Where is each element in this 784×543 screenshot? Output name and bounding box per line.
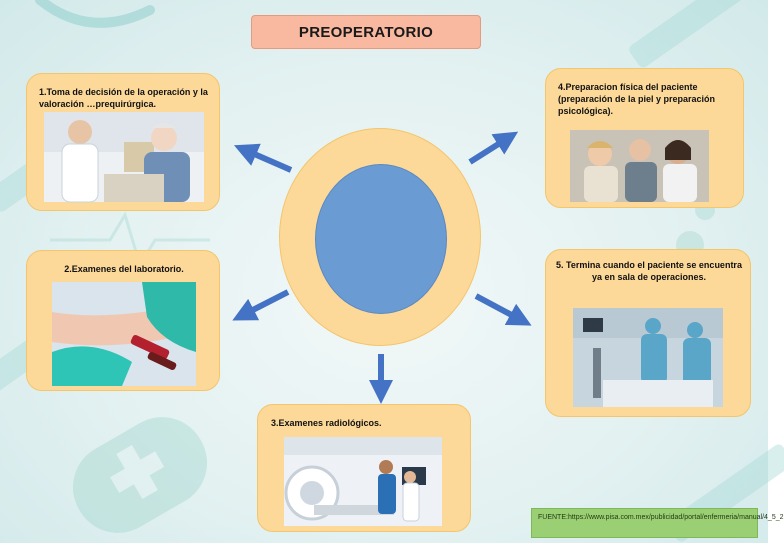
source-citation: FUENTE:https://www.pisa.com.mex/publicid… — [531, 508, 784, 538]
heartbeat-line-icon — [50, 211, 210, 269]
step-card-2: 2.Examenes del laboratorio. — [26, 250, 220, 391]
page-title: PREOPERATORIO — [251, 15, 481, 49]
center-oval — [315, 164, 447, 314]
stethoscope-icon — [35, 0, 155, 28]
step-3-photo — [284, 437, 442, 526]
step-1-photo — [44, 112, 204, 203]
step-card-1: 1.Toma de decisión de la operación y la … — [26, 73, 220, 211]
step-card-3: 3.Examenes radiológicos. — [257, 404, 471, 532]
step-5-photo — [573, 308, 723, 407]
step-5-text: 5. Termina cuando el paciente se encuent… — [556, 260, 742, 282]
flow-arrows — [232, 131, 532, 404]
arrow-to-step-1 — [233, 143, 293, 173]
step-card-4: 4.Preparacion física del paciente (prepa… — [545, 68, 744, 208]
arrow-to-step-2 — [232, 289, 290, 321]
step-1-text: 1.Toma de decisión de la operación y la … — [39, 87, 208, 109]
arrow-to-step-5 — [474, 293, 532, 326]
step-card-5: 5. Termina cuando el paciente se encuent… — [545, 249, 751, 417]
medicine-capsule-icon — [72, 417, 208, 533]
arrow-to-step-4 — [468, 131, 519, 165]
step-3-text: 3.Examenes radiológicos. — [271, 418, 382, 428]
step-4-photo — [570, 130, 709, 202]
step-2-photo — [52, 282, 196, 386]
step-4-text: 4.Preparacion física del paciente (prepa… — [558, 82, 716, 116]
step-2-text: 2.Examenes del laboratorio. — [64, 264, 184, 274]
